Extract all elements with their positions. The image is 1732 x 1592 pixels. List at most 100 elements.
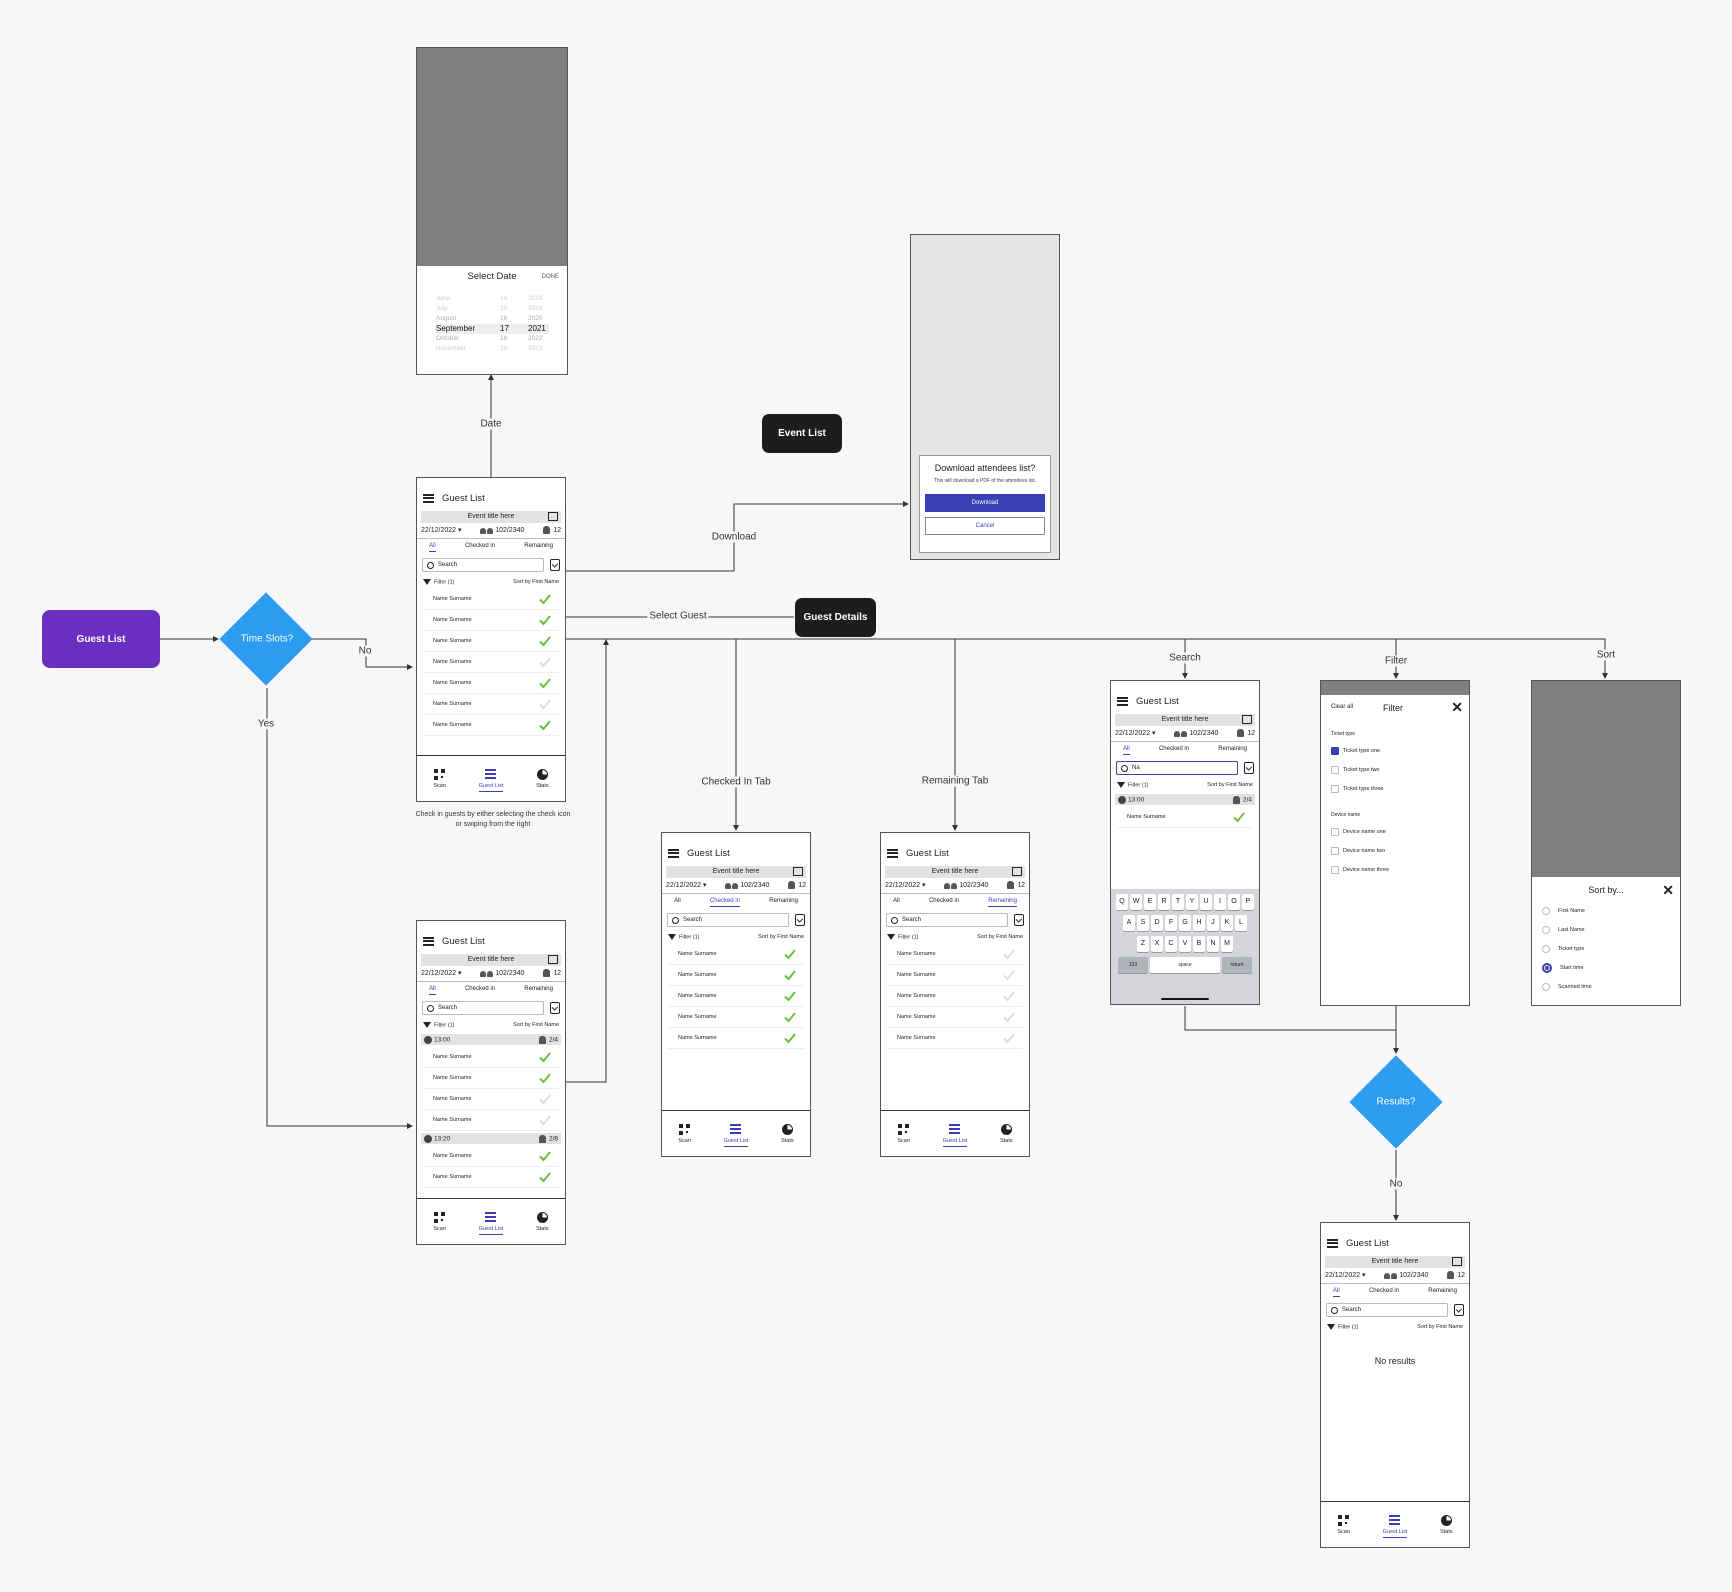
tab-checked-in[interactable]: Checked in xyxy=(1368,1288,1399,1294)
keyboard-key[interactable]: V xyxy=(1179,936,1191,952)
nav-scan[interactable]: Scan xyxy=(433,768,446,789)
day-option[interactable]: 14 xyxy=(500,295,508,302)
check-icon-checked[interactable] xyxy=(539,593,551,605)
download-icon[interactable] xyxy=(795,914,805,926)
edit-icon[interactable] xyxy=(1012,867,1022,876)
nav-guest-list[interactable]: Guest List xyxy=(478,768,504,792)
clear-all-button[interactable]: Clear all xyxy=(1331,704,1354,710)
keyboard-key[interactable]: S xyxy=(1137,915,1149,931)
keyboard-key[interactable]: W xyxy=(1130,894,1142,910)
tab-all[interactable]: All xyxy=(674,898,681,904)
check-icon[interactable] xyxy=(539,1114,551,1126)
download-icon[interactable] xyxy=(550,1002,560,1014)
check-icon-checked[interactable] xyxy=(784,1032,796,1044)
sort-button[interactable]: Sort by First Name xyxy=(1207,782,1253,788)
check-icon[interactable] xyxy=(1003,990,1015,1002)
keyboard-key[interactable]: N xyxy=(1207,936,1219,952)
month-option[interactable]: October xyxy=(436,335,460,342)
check-icon-checked[interactable] xyxy=(539,635,551,647)
nav-scan[interactable]: Scan xyxy=(433,1211,446,1232)
filter-option[interactable]: Ticket type one xyxy=(1321,741,1469,760)
nav-stats[interactable]: Stats xyxy=(781,1123,794,1144)
edit-icon[interactable] xyxy=(548,955,558,964)
return-key[interactable]: return xyxy=(1222,957,1252,973)
check-icon-checked[interactable] xyxy=(784,1011,796,1023)
tab-remaining[interactable]: Remaining xyxy=(524,986,553,992)
guest-row[interactable]: Name Surname xyxy=(423,673,559,694)
search-input[interactable]: Search xyxy=(1326,1303,1448,1317)
sort-button[interactable]: Sort by First Name xyxy=(977,934,1023,940)
check-icon[interactable] xyxy=(539,1093,551,1105)
menu-icon[interactable] xyxy=(1117,696,1128,706)
tab-all[interactable]: All xyxy=(1123,746,1130,755)
nav-guest-list[interactable]: Guest List xyxy=(723,1123,749,1147)
check-icon-checked[interactable] xyxy=(539,677,551,689)
guest-row[interactable]: Name Surname xyxy=(668,1028,804,1049)
keyboard-key[interactable]: E xyxy=(1144,894,1156,910)
search-input[interactable]: Search xyxy=(422,1001,544,1015)
year-option[interactable]: 2018 xyxy=(528,295,543,302)
keyboard-key[interactable]: H xyxy=(1193,915,1205,931)
nav-scan[interactable]: Scan xyxy=(1337,1514,1350,1535)
year-option[interactable]: 2022 xyxy=(528,335,543,342)
tab-checked-in[interactable]: Checked in xyxy=(709,898,740,907)
picker-done-button[interactable]: DONE xyxy=(541,274,559,280)
sort-option[interactable]: Start time xyxy=(1532,958,1680,977)
keyboard-key[interactable]: B xyxy=(1193,936,1205,952)
filter-button[interactable]: Filter (1) xyxy=(887,933,918,940)
keyboard-key[interactable]: O xyxy=(1228,894,1240,910)
check-icon[interactable] xyxy=(539,656,551,668)
check-icon[interactable] xyxy=(539,698,551,710)
guest-row[interactable]: Name Surname xyxy=(887,1028,1023,1049)
keyboard-key[interactable]: Y xyxy=(1186,894,1198,910)
tab-all[interactable]: All xyxy=(1333,1288,1340,1297)
nav-guest-list[interactable]: Guest List xyxy=(1382,1514,1408,1538)
nav-scan[interactable]: Scan xyxy=(678,1123,691,1144)
check-icon-checked[interactable] xyxy=(539,614,551,626)
month-option[interactable]: June xyxy=(436,295,451,302)
guest-row[interactable]: Name Surname xyxy=(887,965,1023,986)
date-dropdown[interactable]: 22/12/2022 ▾ xyxy=(421,527,462,534)
download-icon[interactable] xyxy=(1244,762,1254,774)
guest-row[interactable]: Name Surname xyxy=(423,1146,559,1167)
filter-button[interactable]: Filter (1) xyxy=(1327,1323,1358,1330)
guest-row[interactable]: Name Surname xyxy=(887,944,1023,965)
nav-scan[interactable]: Scan xyxy=(897,1123,910,1144)
guest-row[interactable]: Name Surname xyxy=(423,1068,559,1089)
nav-stats[interactable]: Stats xyxy=(536,1211,549,1232)
download-button[interactable]: Download xyxy=(925,494,1045,512)
guest-row[interactable]: Name Surname xyxy=(423,652,559,673)
download-icon[interactable] xyxy=(1014,914,1024,926)
keyboard-key[interactable]: A xyxy=(1123,915,1135,931)
date-dropdown[interactable]: 22/12/2022 ▾ xyxy=(421,970,462,977)
nav-stats[interactable]: Stats xyxy=(1000,1123,1013,1144)
keyboard-key[interactable]: G xyxy=(1179,915,1191,931)
day-option[interactable]: 18 xyxy=(500,335,508,342)
search-input[interactable]: Search xyxy=(667,913,789,927)
search-input[interactable]: Na xyxy=(1116,761,1238,775)
tab-all[interactable]: All xyxy=(429,986,436,995)
guest-row[interactable]: Name Surname xyxy=(668,965,804,986)
check-icon-checked[interactable] xyxy=(539,719,551,731)
nav-guest-list[interactable]: Guest List xyxy=(942,1123,968,1147)
search-input[interactable]: Search xyxy=(886,913,1008,927)
filter-button[interactable]: Filter (1) xyxy=(1117,781,1148,788)
check-icon[interactable] xyxy=(1003,948,1015,960)
guest-row[interactable]: Name Surname xyxy=(423,694,559,715)
close-icon[interactable]: ✕ xyxy=(1662,882,1674,898)
day-option[interactable]: 16 xyxy=(500,315,508,322)
tab-remaining[interactable]: Remaining xyxy=(524,543,553,549)
keyboard-key[interactable]: K xyxy=(1221,915,1233,931)
date-dropdown[interactable]: 22/12/2022 ▾ xyxy=(666,882,707,889)
day-option[interactable]: 15 xyxy=(500,305,508,312)
numbers-key[interactable]: 123 xyxy=(1118,957,1148,973)
edit-icon[interactable] xyxy=(1452,1257,1462,1266)
menu-icon[interactable] xyxy=(1327,1238,1338,1248)
cancel-button[interactable]: Cancel xyxy=(925,517,1045,535)
menu-icon[interactable] xyxy=(423,493,434,503)
tab-remaining[interactable]: Remaining xyxy=(1218,746,1247,752)
filter-button[interactable]: Filter (1) xyxy=(668,933,699,940)
